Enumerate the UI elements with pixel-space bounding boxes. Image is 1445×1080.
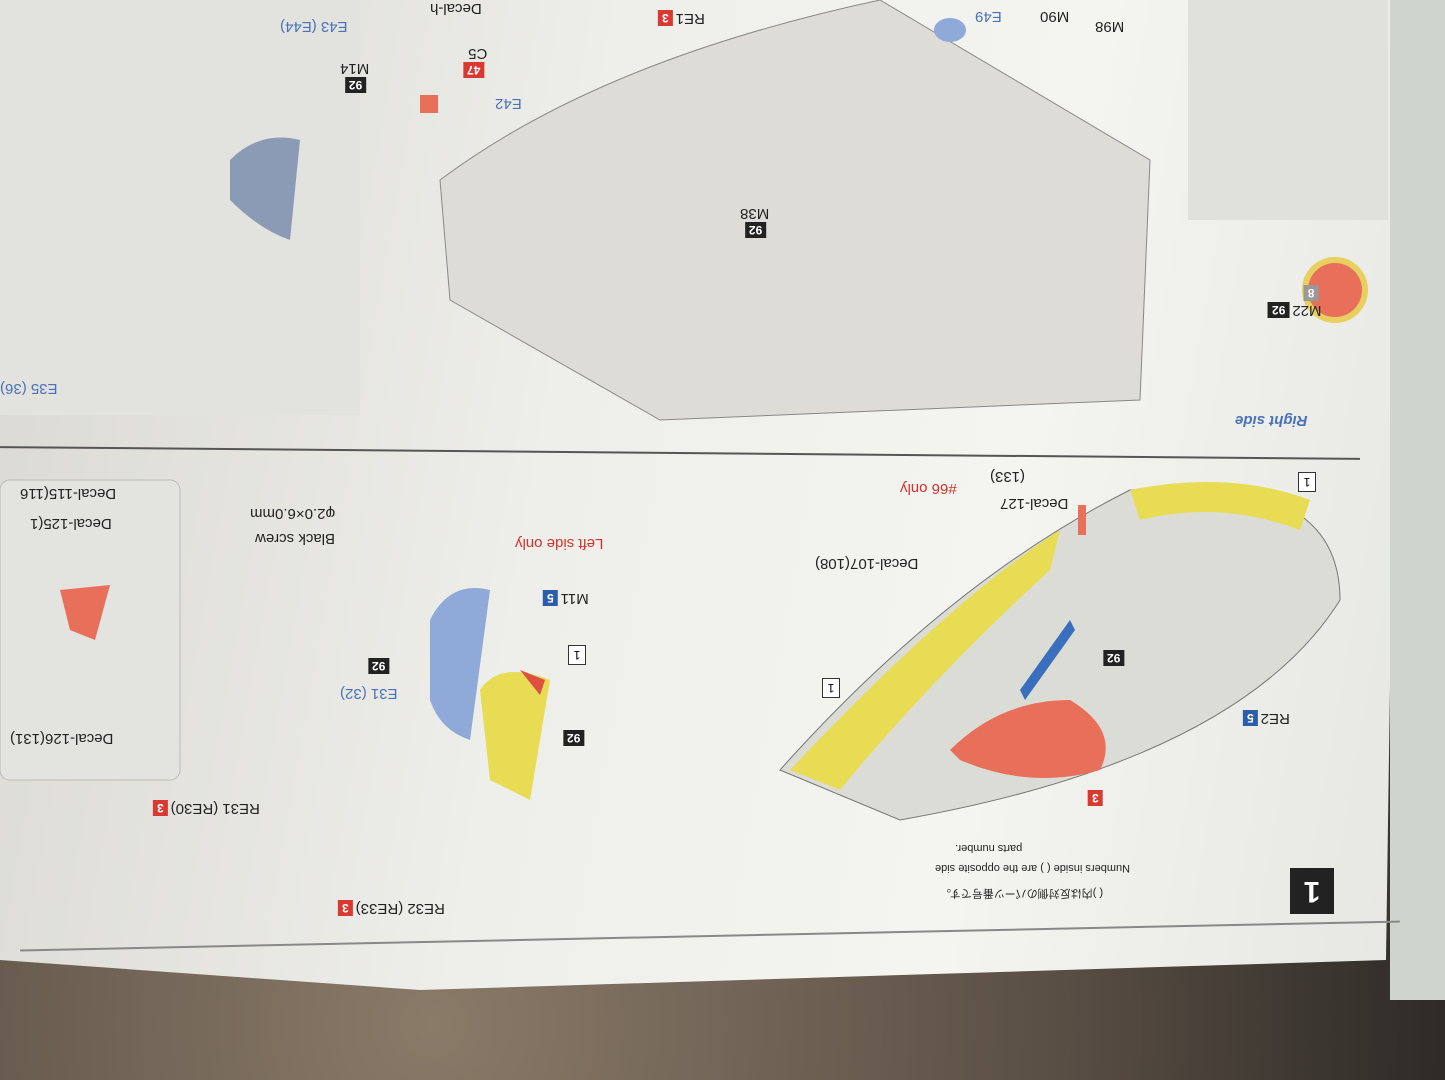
badge-3: 3 bbox=[338, 900, 353, 916]
label-decal126: Decal-126(131) bbox=[10, 730, 114, 747]
badge-92: 92 bbox=[344, 77, 367, 93]
panel-upper-right bbox=[1188, 0, 1388, 220]
blue-decal-strip bbox=[1020, 620, 1075, 700]
label-decal125: Decal-125(1 bbox=[30, 515, 112, 532]
m14-text: M14 bbox=[340, 60, 370, 77]
blue-part-e31 bbox=[430, 588, 490, 740]
callout-box-1c: 1 bbox=[568, 645, 586, 665]
label-3: 3 bbox=[1085, 790, 1106, 807]
badge-5: 5 bbox=[543, 590, 558, 606]
yellow-stripe-top bbox=[1130, 482, 1310, 530]
body-rear-part bbox=[439, 0, 1151, 421]
yellow-part bbox=[480, 672, 550, 800]
label-black-screw: Black screw bbox=[255, 530, 336, 547]
note-en-2: parts number. bbox=[955, 842, 1023, 854]
re32-text: RE32 (RE33) bbox=[355, 900, 445, 917]
label-m90: M90 bbox=[1040, 8, 1070, 25]
label-m98: M98 bbox=[1095, 18, 1125, 35]
m38-text: M38 bbox=[740, 205, 770, 222]
label-e31: E31 (32) bbox=[340, 685, 398, 702]
label-e35: E35 (36) bbox=[0, 380, 58, 397]
label-screw-size: φ2.0×6.0mm bbox=[250, 505, 336, 522]
step-number: 1 bbox=[1290, 868, 1334, 914]
note-en-1: Numbers inside ( ) are the opposite side bbox=[935, 862, 1131, 874]
badge-92: 92 bbox=[368, 658, 390, 674]
badge-92: 92 bbox=[1268, 302, 1290, 318]
decal-h-swatch bbox=[420, 95, 438, 113]
badge-92: 92 bbox=[744, 222, 767, 238]
label-e49: E49 bbox=[975, 8, 1002, 25]
label-decal127-alt: (133) bbox=[990, 468, 1026, 485]
m22-text: M22 bbox=[1292, 302, 1322, 319]
badge-5: 5 bbox=[1243, 710, 1258, 726]
label-re31: RE31 (RE30)3 bbox=[150, 800, 260, 817]
blue-part-upper bbox=[230, 137, 300, 240]
red-detail-left bbox=[60, 585, 110, 640]
re31-text: RE31 (RE30) bbox=[170, 800, 260, 817]
label-m22: M2292 8 bbox=[1265, 285, 1322, 319]
badge-3: 3 bbox=[153, 800, 168, 816]
decal127-swatch bbox=[1078, 505, 1086, 535]
label-decal127: Decal-127 bbox=[1000, 495, 1069, 512]
label-left-only: Left side only bbox=[515, 535, 604, 552]
badge-47: 47 bbox=[463, 62, 485, 78]
callout-box-1b: 1 bbox=[822, 678, 840, 698]
badge-3: 3 bbox=[658, 10, 673, 26]
badge-92: 92 bbox=[563, 730, 585, 746]
label-92-step1: 92 bbox=[1100, 650, 1127, 667]
label-decal115: Decal-115(116 bbox=[20, 485, 117, 502]
callout-box-1: 1 bbox=[1298, 472, 1316, 492]
next-page-edge bbox=[1390, 0, 1445, 1000]
re2-text: RE2 bbox=[1260, 710, 1290, 727]
label-e31-num: 92 bbox=[365, 658, 392, 675]
right-side-heading: Right side bbox=[1235, 412, 1308, 429]
m11-text: M11 bbox=[560, 590, 589, 607]
red-detail bbox=[520, 670, 545, 695]
label-e42: E42 bbox=[495, 95, 522, 112]
label-92-left: 92 bbox=[560, 730, 587, 747]
label-decal-h: Decal-h bbox=[430, 0, 482, 17]
label-re32: RE32 (RE33)3 bbox=[335, 900, 445, 917]
badge-3: 3 bbox=[1088, 790, 1103, 806]
re1-text: RE1 bbox=[675, 10, 705, 27]
red-decal-area bbox=[950, 700, 1106, 778]
note-jp: ( )内は反対側のパーツ番号です。 bbox=[940, 887, 1104, 899]
yellow-stripe-left bbox=[790, 530, 1060, 790]
label-decal107: Decal-107(108) bbox=[815, 555, 919, 572]
label-re2: RE25 bbox=[1240, 710, 1290, 727]
label-e43: E43 (E44) bbox=[280, 18, 348, 35]
badge-8: 8 bbox=[1303, 285, 1319, 301]
label-re1: RE13 bbox=[655, 10, 705, 27]
panel-upper-left bbox=[0, 0, 360, 415]
label-m11: M115 bbox=[540, 590, 589, 607]
label-66-only: #66 only bbox=[900, 480, 957, 497]
e49-washer bbox=[934, 18, 966, 42]
badge-92: 92 bbox=[1103, 650, 1125, 666]
c5-text: C5 bbox=[468, 45, 488, 62]
